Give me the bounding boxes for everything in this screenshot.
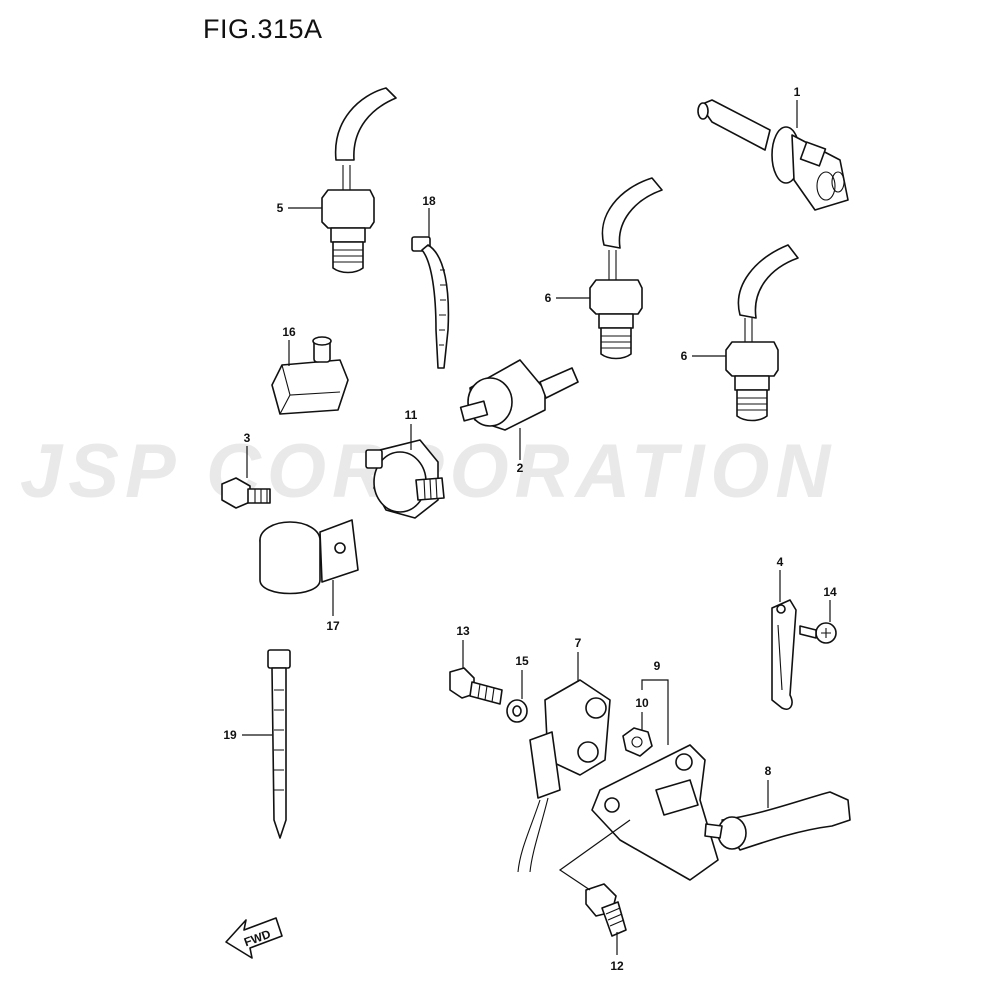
part-13-bolt[interactable] <box>449 667 503 705</box>
part-10-nut[interactable] <box>622 727 653 757</box>
callout-8: 8 <box>765 764 772 778</box>
part-12-bolt[interactable] <box>585 883 627 937</box>
callout-5: 5 <box>277 201 284 215</box>
part-2-sensor[interactable] <box>459 359 579 431</box>
part-19-cable-tie[interactable] <box>267 649 291 839</box>
callout-13: 13 <box>456 624 470 638</box>
part-16-clip[interactable] <box>271 336 349 415</box>
callout-15: 15 <box>515 654 529 668</box>
part-17-clamp[interactable] <box>259 519 359 595</box>
callout-2: 2 <box>517 461 524 475</box>
callout-7: 7 <box>575 636 582 650</box>
callout-17: 17 <box>326 619 340 633</box>
part-9-bracket[interactable] <box>591 744 719 881</box>
assembly-guide-line <box>558 819 631 891</box>
callout-18: 18 <box>422 194 436 208</box>
callout-19: 19 <box>223 728 237 742</box>
part-6-sender-upper[interactable] <box>589 177 663 360</box>
part-3-bolt[interactable] <box>221 477 271 509</box>
part-15-washer[interactable] <box>506 699 528 723</box>
part-8-lever[interactable] <box>704 791 851 851</box>
callout-16: 16 <box>282 325 296 339</box>
figure-title: FIG.315A <box>203 14 323 44</box>
part-4-strap[interactable] <box>771 599 797 710</box>
callout-11: 11 <box>405 408 418 422</box>
callout-9: 9 <box>654 659 661 673</box>
part-18-cable-tie[interactable] <box>411 236 450 369</box>
part-5-sender[interactable] <box>321 87 397 274</box>
part-7-sensor[interactable] <box>517 679 611 873</box>
callout-3: 3 <box>244 431 251 445</box>
part-6-sender-lower[interactable] <box>725 244 799 422</box>
part-11-sensor[interactable] <box>365 439 445 519</box>
part-1-sensor[interactable] <box>697 99 849 211</box>
callout-6-lower: 6 <box>681 349 688 363</box>
callout-12: 12 <box>610 959 624 973</box>
fwd-arrow-icon <box>225 917 283 959</box>
callout-14: 14 <box>823 585 837 599</box>
callout-6-upper: 6 <box>545 291 552 305</box>
callout-1: 1 <box>794 85 801 99</box>
callout-4: 4 <box>777 555 784 569</box>
part-14-screw[interactable] <box>799 622 837 644</box>
callout-10: 10 <box>635 696 649 710</box>
